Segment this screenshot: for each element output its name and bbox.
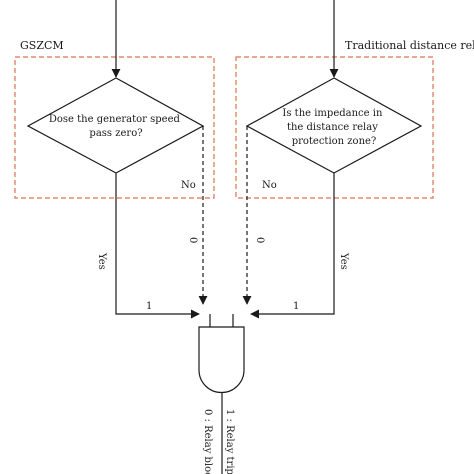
branch-no-left: No [181, 180, 196, 191]
branch-yes-left: Yes [96, 252, 107, 270]
output-label-block: 0 : Relay blocks [202, 409, 213, 474]
group-label-gszcm: GSZCM [20, 39, 64, 52]
and-gate [198, 326, 245, 394]
group-label-traditional: Traditional distance relay [345, 39, 474, 52]
branch-no-right: No [262, 180, 277, 191]
branch-one-right: 1 [293, 301, 299, 312]
decision-text-traditional: Is the impedance in the distance relay p… [282, 108, 385, 147]
output-label-trip: 1 : Relay trip [224, 409, 235, 474]
yes-path-right [250, 173, 335, 319]
branch-zero-right: 0 [254, 237, 265, 243]
yes-path-left [115, 173, 200, 319]
group-box-gszcm [14, 56, 215, 199]
decision-text-gszcm: Dose the generator speed pass zero? [49, 114, 183, 139]
decision-diamond-gszcm [26, 77, 205, 174]
branch-yes-right: Yes [338, 252, 349, 270]
branch-one-left: 1 [146, 301, 152, 312]
branch-zero-left: 0 [187, 237, 198, 243]
